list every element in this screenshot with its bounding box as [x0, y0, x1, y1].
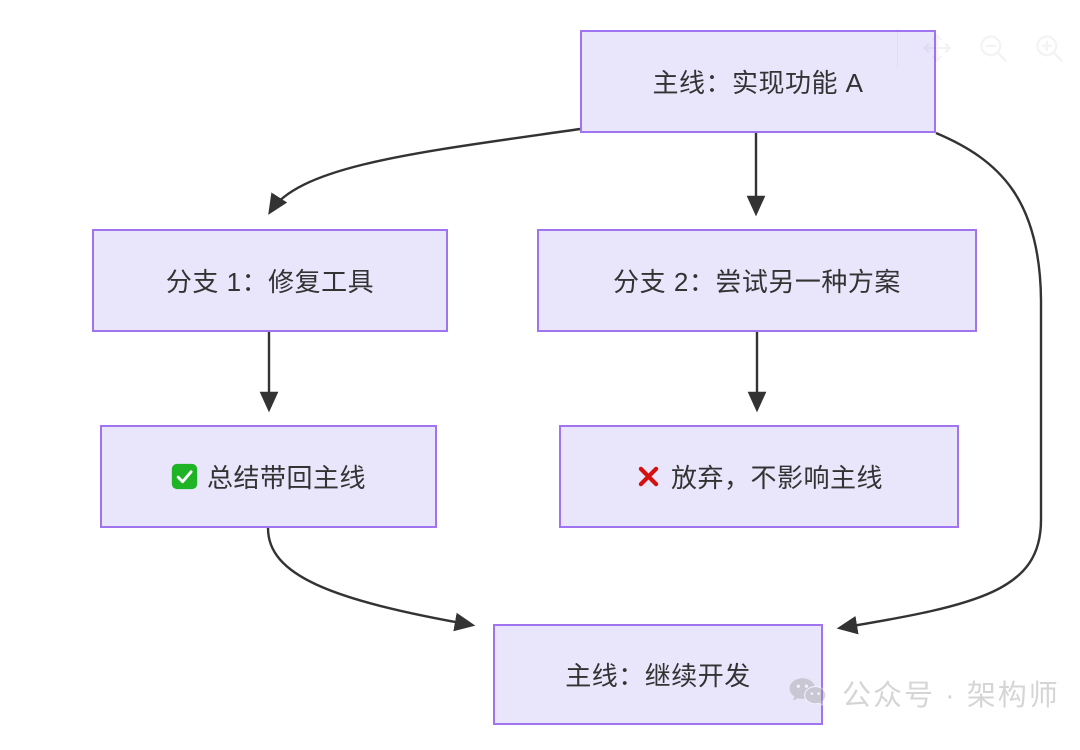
- node-result-1[interactable]: 总结带回主线: [100, 425, 437, 528]
- watermark: 公众号 · 架构师: [788, 672, 1060, 714]
- node-main-start-label: 主线：实现功能 A: [652, 68, 864, 98]
- node-main-start[interactable]: 主线：实现功能 A: [580, 30, 936, 133]
- node-result-2-label: 放弃，不影响主线: [670, 463, 883, 493]
- check-mark-button-icon: [171, 463, 198, 490]
- edge-result-1-to-main-end: [266, 527, 476, 632]
- cross-mark-icon: [635, 463, 662, 490]
- edge-main-start-to-branch-1: [268, 127, 581, 215]
- edge-main-start-to-main-end: [836, 131, 1043, 635]
- toolbar-divider: [897, 28, 898, 68]
- move-icon[interactable]: [920, 31, 954, 65]
- node-branch-1-label: 分支 1：修复工具: [165, 267, 375, 297]
- node-branch-2-label: 分支 2：尝试另一种方案: [613, 267, 901, 297]
- diagram-toolbar[interactable]: [897, 28, 1066, 68]
- wechat-icon: [788, 676, 828, 710]
- node-branch-2[interactable]: 分支 2：尝试另一种方案: [537, 229, 977, 332]
- watermark-text: 公众号 · 架构师: [842, 680, 1060, 712]
- node-branch-1[interactable]: 分支 1：修复工具: [92, 229, 448, 332]
- node-result-1-label: 总结带回主线: [206, 463, 366, 493]
- zoom-in-icon[interactable]: [1032, 31, 1066, 65]
- node-main-end-label: 主线：继续开发: [565, 661, 751, 691]
- zoom-out-icon[interactable]: [976, 31, 1010, 65]
- node-main-end[interactable]: 主线：继续开发: [493, 624, 823, 725]
- node-result-2[interactable]: 放弃，不影响主线: [559, 425, 959, 528]
